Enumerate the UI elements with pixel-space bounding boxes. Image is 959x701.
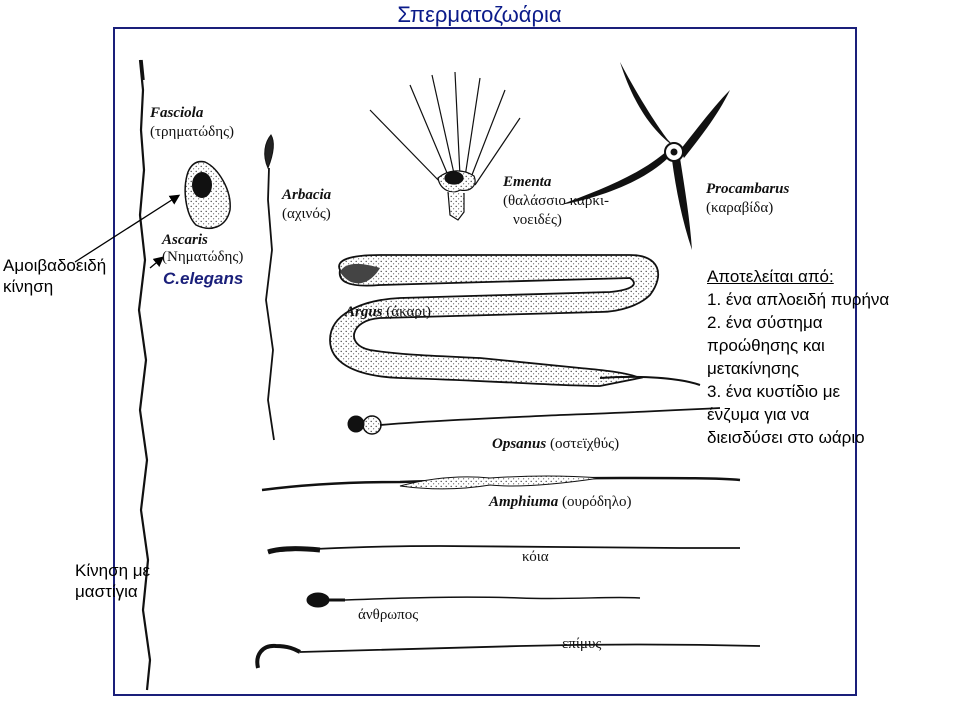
amoeboid-line-2: κίνηση [3, 277, 54, 296]
anthropos-sperm [306, 592, 641, 608]
arbacia-sperm [264, 134, 275, 441]
composition-item: 3. ένα κυστίδιο με [707, 382, 841, 401]
procambarus-name: Procambarus [706, 181, 790, 197]
composition-item: 2. ένα σύστημα [707, 313, 823, 332]
composition-item: διεισδύσει στο ωάριο [707, 428, 865, 447]
ementa-label: Ementa (θαλάσσιο καρκι- νοειδές) [503, 173, 609, 230]
amoeboid-arrows [74, 194, 181, 269]
ementa-sperm [369, 71, 521, 221]
procambarus-common: (καραβίδα) [706, 200, 774, 216]
ementa-name: Ementa [503, 174, 552, 190]
procambarus-label: Procambarus (καραβίδα) [706, 180, 789, 218]
arbacia-name: Arbacia [282, 187, 332, 203]
amphiuma-common: (ουρόδηλο) [561, 494, 632, 510]
arbacia-common: (αχινός) [282, 206, 331, 222]
amphiuma-sperm [261, 475, 741, 492]
fasciola-name: Fasciola [150, 105, 204, 121]
ascaris-label: Ascaris (Νηματώδης) [162, 232, 243, 266]
amoeboid-line-1: Αμοιβαδοειδή [3, 256, 107, 275]
flagellar-line-1: Κίνηση με [75, 561, 151, 580]
composition-item: ένζυμα για να [707, 405, 810, 424]
argus-common: (άκαρι) [386, 304, 431, 320]
fasciola-common: (τρηματώδης) [150, 124, 235, 140]
ementa-common-1: (θαλάσσιο καρκι- [503, 193, 609, 209]
ascaris-common: (Νηματώδης) [162, 249, 244, 265]
koia-sperm [267, 545, 740, 555]
epimys-label: επίμυς [562, 636, 602, 652]
amoeboid-motion-label: Αμοιβαδοειδή κίνηση [3, 255, 106, 297]
amphiuma-name: Amphiuma [489, 494, 559, 510]
arbacia-label: Arbacia (αχινός) [282, 186, 331, 224]
flagellar-line-2: μαστίγια [75, 582, 138, 601]
epimys-sperm [255, 643, 761, 669]
fasciola-label: Fasciola (τρηματώδης) [150, 104, 234, 142]
composition-heading: Αποτελείται από: [707, 267, 834, 286]
composition-item: 1. ένα απλοειδή πυρήνα [707, 290, 890, 309]
opsanus-sperm [347, 407, 721, 435]
ascaris-sperm [184, 160, 231, 229]
koia-label: κόια [522, 549, 549, 565]
fasciola-sperm [137, 59, 152, 691]
composition-item: προώθησης και [707, 336, 825, 355]
procambarus-sperm [560, 62, 730, 250]
ascaris-name: Ascaris [162, 232, 208, 248]
opsanus-common: (οστεϊχθύς) [549, 436, 620, 452]
figure-frame [113, 27, 857, 696]
argus-sperm [329, 254, 701, 387]
opsanus-label: Opsanus (οστεϊχθύς) [492, 436, 619, 453]
opsanus-name: Opsanus [492, 436, 547, 452]
anthropos-label: άνθρωπος [358, 607, 419, 623]
argus-name: Argus [345, 304, 383, 320]
composition-item: μετακίνησης [707, 359, 800, 378]
flagellar-motion-label: Κίνηση με μαστίγια [75, 560, 150, 602]
ementa-common-2: νοειδές) [513, 212, 562, 228]
celegans-label: C.elegans [163, 269, 244, 288]
amphiuma-label: Amphiuma (ουρόδηλο) [489, 494, 632, 511]
page-title: Σπερματοζωάρια [397, 2, 562, 27]
argus-label: Argus (άκαρι) [345, 304, 431, 321]
composition-list: Αποτελείται από: 1. ένα απλοειδή πυρήνα … [707, 265, 889, 449]
